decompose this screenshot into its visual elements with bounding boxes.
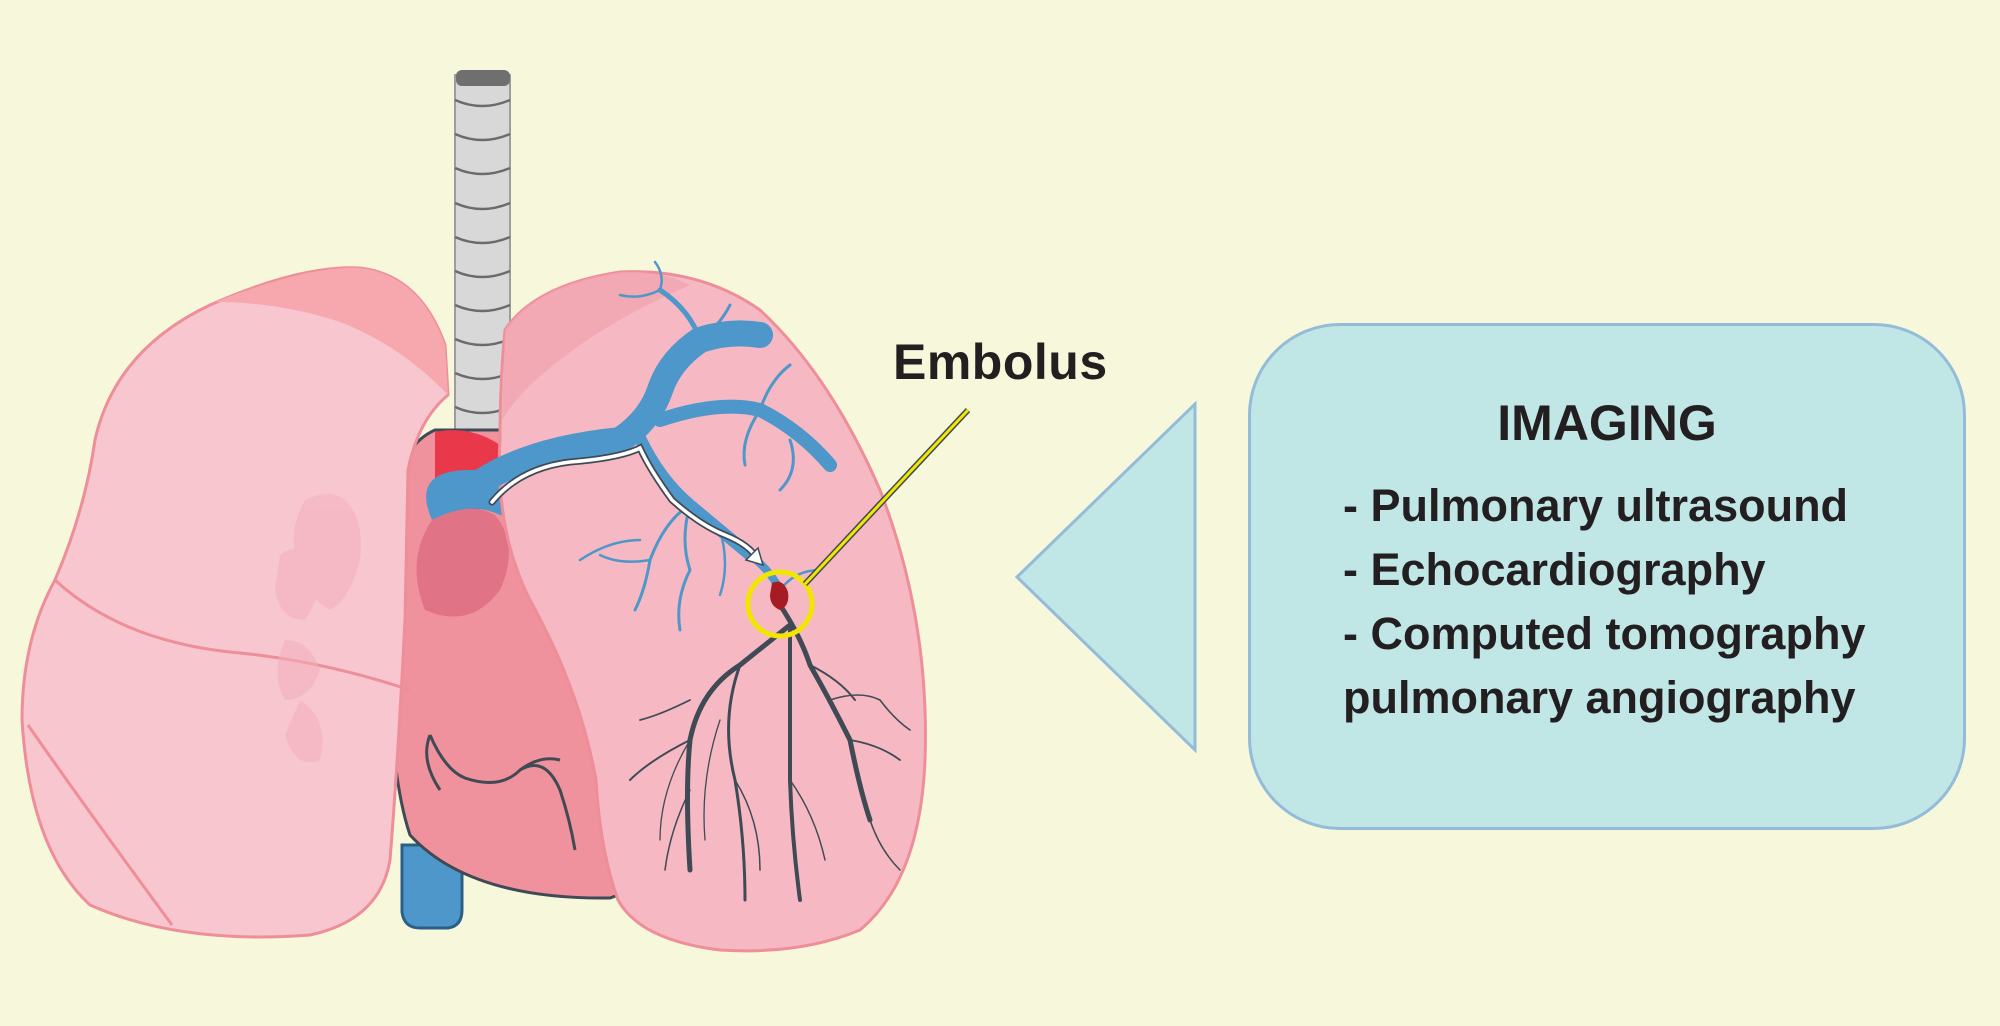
imaging-methods-list: - Pulmonary ultrasound - Echocardiograph…: [1343, 474, 1865, 730]
imaging-method-item: - Pulmonary ultrasound: [1343, 480, 1849, 531]
embolus-highlight-circle: [745, 569, 815, 639]
triangle-pointer-icon: [1014, 400, 1197, 754]
trachea: [454, 70, 511, 479]
imaging-panel-title: IMAGING: [1497, 395, 1717, 451]
embolus-label: Embolus: [893, 334, 1108, 390]
pulmonary-veins: [629, 602, 911, 902]
imaging-method-item: pulmonary angiography: [1343, 672, 1856, 723]
embolus: [770, 581, 789, 610]
arrowhead-icon: [744, 546, 765, 567]
imaging-method-item: - Echocardiography: [1343, 544, 1766, 595]
embolus-path-arrow: [490, 445, 760, 562]
leader-line: [803, 408, 970, 586]
imaging-method-item: - Computed tomography: [1343, 608, 1866, 659]
right-lung: [20, 266, 450, 939]
imaging-panel: IMAGING - Pulmonary ultrasound - Echocar…: [1248, 323, 1966, 830]
